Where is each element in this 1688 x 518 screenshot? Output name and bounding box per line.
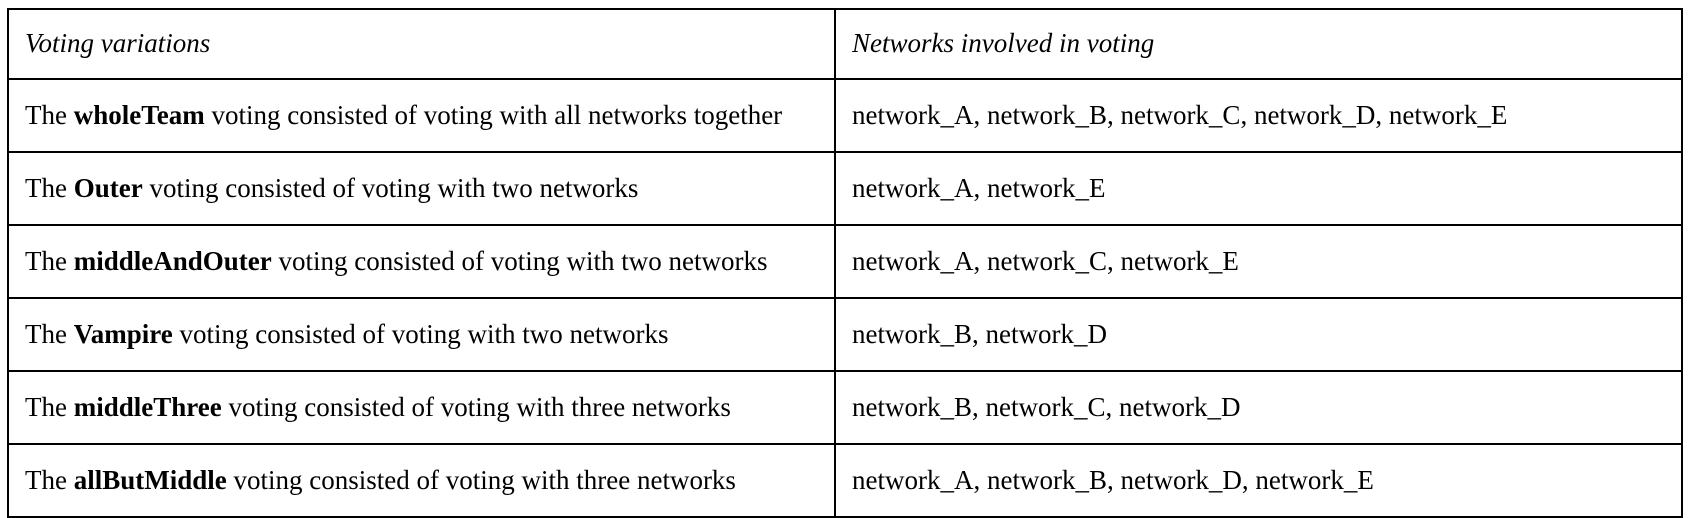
cell-voting-variation: The Vampire voting consisted of voting w… xyxy=(7,297,836,372)
variation-name: allButMiddle xyxy=(73,464,227,495)
cell-networks-involved: network_A, network_B, network_C, network… xyxy=(834,78,1683,153)
table-body: The wholeTeam voting consisted of voting… xyxy=(7,78,1683,518)
table-row: The allButMiddle voting consisted of vot… xyxy=(7,443,1683,518)
voting-variations-table-container: Voting variations Networks involved in v… xyxy=(7,8,1683,518)
variation-prefix: The xyxy=(25,172,74,203)
table-row: The Outer voting consisted of voting wit… xyxy=(7,151,1683,226)
variation-name: Vampire xyxy=(73,318,173,349)
variation-suffix: voting consisted of voting with two netw… xyxy=(271,245,768,276)
cell-networks-involved: network_A, network_E xyxy=(834,151,1683,226)
variation-suffix: voting consisted of voting with two netw… xyxy=(172,318,669,349)
table-row: The Vampire voting consisted of voting w… xyxy=(7,297,1683,372)
variation-prefix: The xyxy=(25,245,74,276)
variation-prefix: The xyxy=(25,99,74,130)
variation-suffix: voting consisted of voting with three ne… xyxy=(221,391,731,422)
cell-networks-involved: network_A, network_C, network_E xyxy=(834,224,1683,299)
cell-voting-variation: The middleThree voting consisted of voti… xyxy=(7,370,836,445)
cell-voting-variation: The Outer voting consisted of voting wit… xyxy=(7,151,836,226)
variation-name: middleAndOuter xyxy=(73,245,272,276)
variation-suffix: voting consisted of voting with two netw… xyxy=(142,172,639,203)
variation-name: wholeTeam xyxy=(73,99,205,130)
variation-suffix: voting consisted of voting with all netw… xyxy=(204,99,783,130)
table-row: The middleAndOuter voting consisted of v… xyxy=(7,224,1683,299)
variation-name: Outer xyxy=(73,172,143,203)
table-row: The wholeTeam voting consisted of voting… xyxy=(7,78,1683,153)
variation-prefix: The xyxy=(25,391,74,422)
variation-suffix: voting consisted of voting with three ne… xyxy=(226,464,736,495)
cell-networks-involved: network_A, network_B, network_D, network… xyxy=(834,443,1683,518)
column-header-voting-variations: Voting variations xyxy=(7,8,836,80)
cell-networks-involved: network_B, network_D xyxy=(834,297,1683,372)
table-header-row: Voting variations Networks involved in v… xyxy=(7,8,1683,80)
column-header-networks-involved: Networks involved in voting xyxy=(834,8,1683,80)
cell-voting-variation: The wholeTeam voting consisted of voting… xyxy=(7,78,836,153)
voting-variations-table: Voting variations Networks involved in v… xyxy=(7,8,1683,518)
variation-prefix: The xyxy=(25,464,74,495)
variation-name: middleThree xyxy=(73,391,222,422)
variation-prefix: The xyxy=(25,318,74,349)
table-header: Voting variations Networks involved in v… xyxy=(7,8,1683,80)
cell-networks-involved: network_B, network_C, network_D xyxy=(834,370,1683,445)
table-row: The middleThree voting consisted of voti… xyxy=(7,370,1683,445)
cell-voting-variation: The middleAndOuter voting consisted of v… xyxy=(7,224,836,299)
cell-voting-variation: The allButMiddle voting consisted of vot… xyxy=(7,443,836,518)
